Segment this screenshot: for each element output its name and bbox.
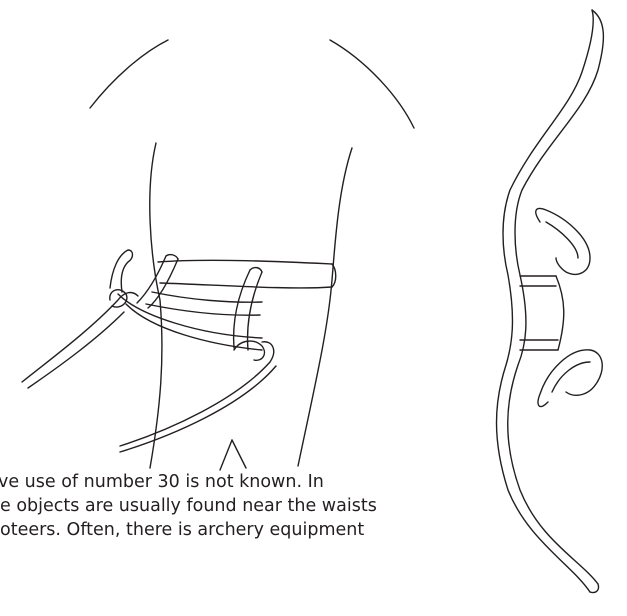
bow-bottom-tip bbox=[590, 584, 599, 593]
bow-lower-hook-inner bbox=[552, 362, 590, 392]
cord-right-hook bbox=[234, 341, 264, 360]
loop-right-cap bbox=[250, 268, 262, 272]
left-shoulder-line bbox=[90, 40, 168, 108]
loop-left-outer bbox=[137, 256, 166, 303]
caption-line-2: e objects are usually found near the wai… bbox=[0, 494, 560, 518]
right-torso-contour bbox=[298, 148, 352, 466]
bow-grip-top-wrap bbox=[520, 276, 556, 286]
spine-tip-right bbox=[232, 440, 246, 468]
hook-and-cords bbox=[22, 250, 276, 452]
bow-lower-hook bbox=[538, 350, 602, 407]
cord-left-lower bbox=[28, 312, 124, 388]
caption-line-1: ve use of number 30 is not known. In bbox=[0, 470, 560, 494]
cord-bottom-outer bbox=[120, 342, 274, 446]
hook-shape bbox=[110, 250, 133, 292]
spine-tip-left bbox=[220, 440, 232, 470]
bow-upper-hook bbox=[536, 209, 590, 275]
cord-knot bbox=[110, 290, 127, 307]
loop-left-cap bbox=[166, 255, 178, 259]
torso-figure bbox=[90, 40, 414, 470]
right-shoulder-line bbox=[330, 40, 414, 128]
belt-lower-band-top bbox=[152, 292, 262, 302]
bow-grip-side bbox=[556, 276, 564, 350]
belt-bottom-edge bbox=[160, 283, 332, 288]
belt-lower-band-bottom bbox=[146, 304, 260, 315]
caption-text: ve use of number 30 is not known. In e o… bbox=[0, 470, 560, 542]
belt-top-edge bbox=[158, 260, 332, 264]
caption-line-3: oteers. Often, there is archery equipmen… bbox=[0, 518, 560, 542]
bow-grip-bottom-wrap bbox=[520, 340, 558, 350]
